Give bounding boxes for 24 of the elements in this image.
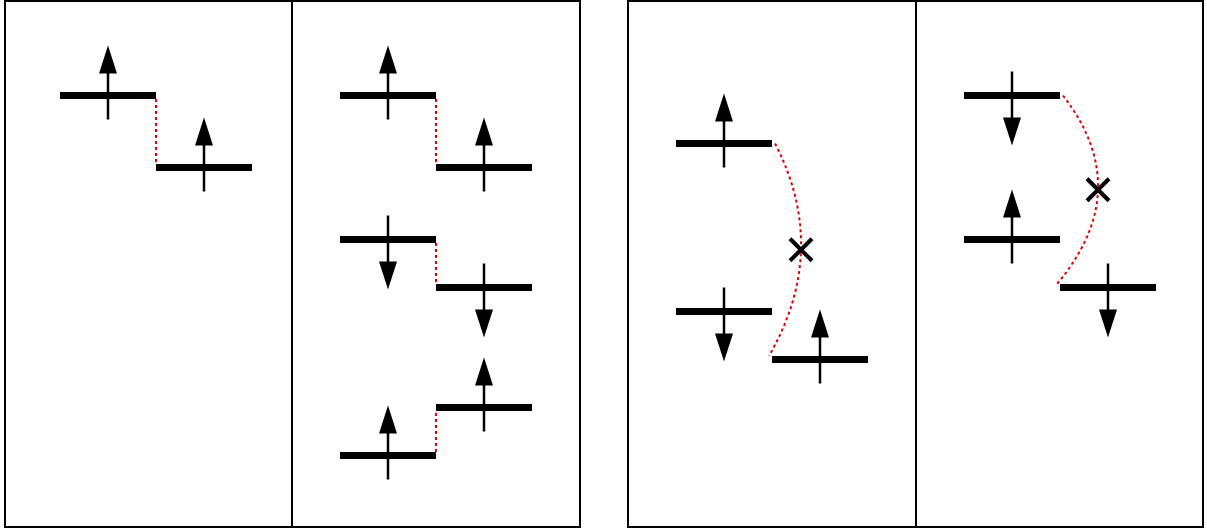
panel	[627, 0, 917, 528]
energy-level	[436, 284, 532, 291]
dotted-connector	[435, 410, 437, 453]
energy-level	[1060, 284, 1156, 291]
dotted-connector	[768, 142, 802, 357]
energy-level	[676, 308, 772, 315]
energy-level	[964, 236, 1060, 243]
energy-level	[60, 92, 156, 99]
energy-level	[340, 92, 436, 99]
energy-level	[156, 164, 252, 171]
energy-level	[436, 404, 532, 411]
energy-level	[964, 92, 1060, 99]
panel	[4, 0, 293, 528]
panel	[291, 0, 581, 528]
energy-level	[340, 236, 436, 243]
energy-level	[676, 140, 772, 147]
energy-level	[340, 452, 436, 459]
dotted-connector	[155, 98, 157, 165]
energy-level	[772, 356, 868, 363]
energy-level	[436, 164, 532, 171]
dotted-connector	[435, 98, 437, 165]
panel	[915, 0, 1204, 528]
dotted-connector	[1056, 94, 1099, 285]
dotted-connector	[435, 242, 437, 285]
